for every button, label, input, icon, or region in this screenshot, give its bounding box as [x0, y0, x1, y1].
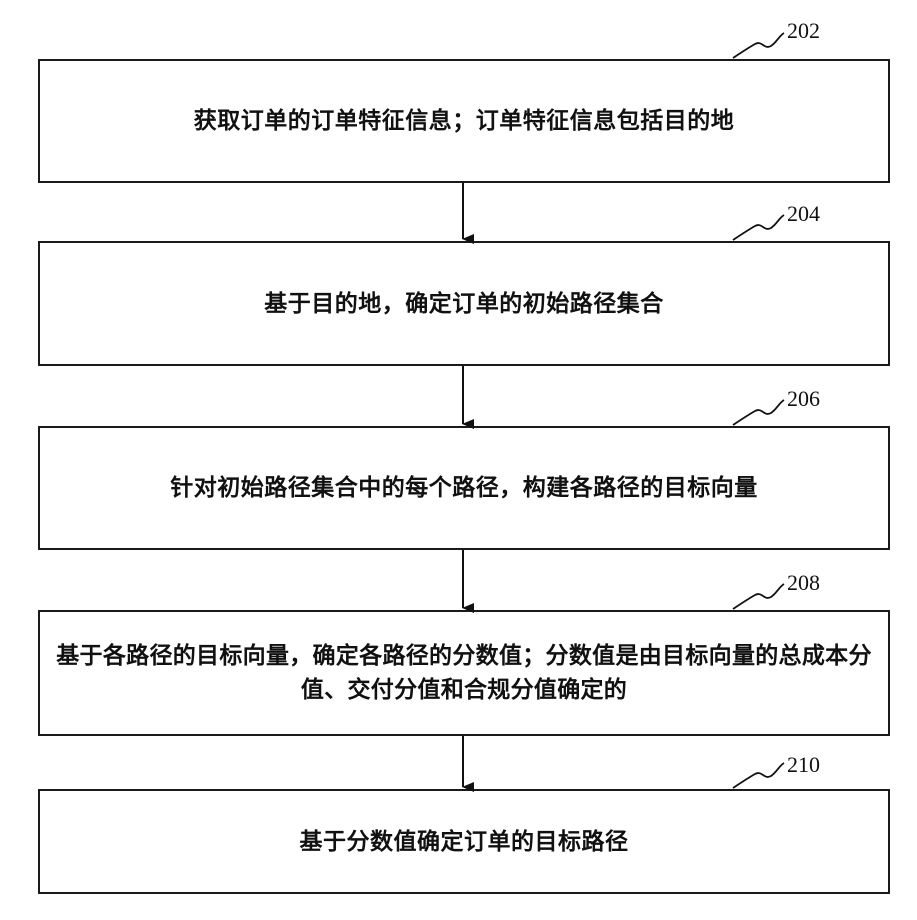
step-text-208: 基于各路径的目标向量，确定各路径的分数值；分数值是由目标向量的总成本分值、交付分…: [40, 639, 888, 707]
ref-label-202: 202: [787, 18, 820, 44]
step-text-204: 基于目的地，确定订单的初始路径集合: [258, 287, 670, 321]
step-text-202: 获取订单的订单特征信息；订单特征信息包括目的地: [188, 104, 741, 138]
step-box-206: 针对初始路径集合中的每个路径，构建各路径的目标向量: [38, 426, 890, 550]
ref-label-210: 210: [787, 752, 820, 778]
leader-line-202: [733, 33, 784, 58]
step-box-208: 基于各路径的目标向量，确定各路径的分数值；分数值是由目标向量的总成本分值、交付分…: [38, 610, 890, 736]
step-box-210: 基于分数值确定订单的目标路径: [38, 789, 890, 894]
ref-label-208: 208: [787, 570, 820, 596]
ref-label-206: 206: [787, 386, 820, 412]
step-box-202: 获取订单的订单特征信息；订单特征信息包括目的地: [38, 59, 890, 183]
leader-line-208: [733, 584, 784, 609]
step-box-204: 基于目的地，确定订单的初始路径集合: [38, 241, 890, 366]
leader-line-204: [733, 215, 784, 240]
step-text-210: 基于分数值确定订单的目标路径: [294, 825, 635, 859]
leader-line-210: [733, 763, 784, 788]
ref-label-204: 204: [787, 201, 820, 227]
step-text-206: 针对初始路径集合中的每个路径，构建各路径的目标向量: [164, 471, 764, 505]
leader-line-206: [733, 400, 784, 425]
